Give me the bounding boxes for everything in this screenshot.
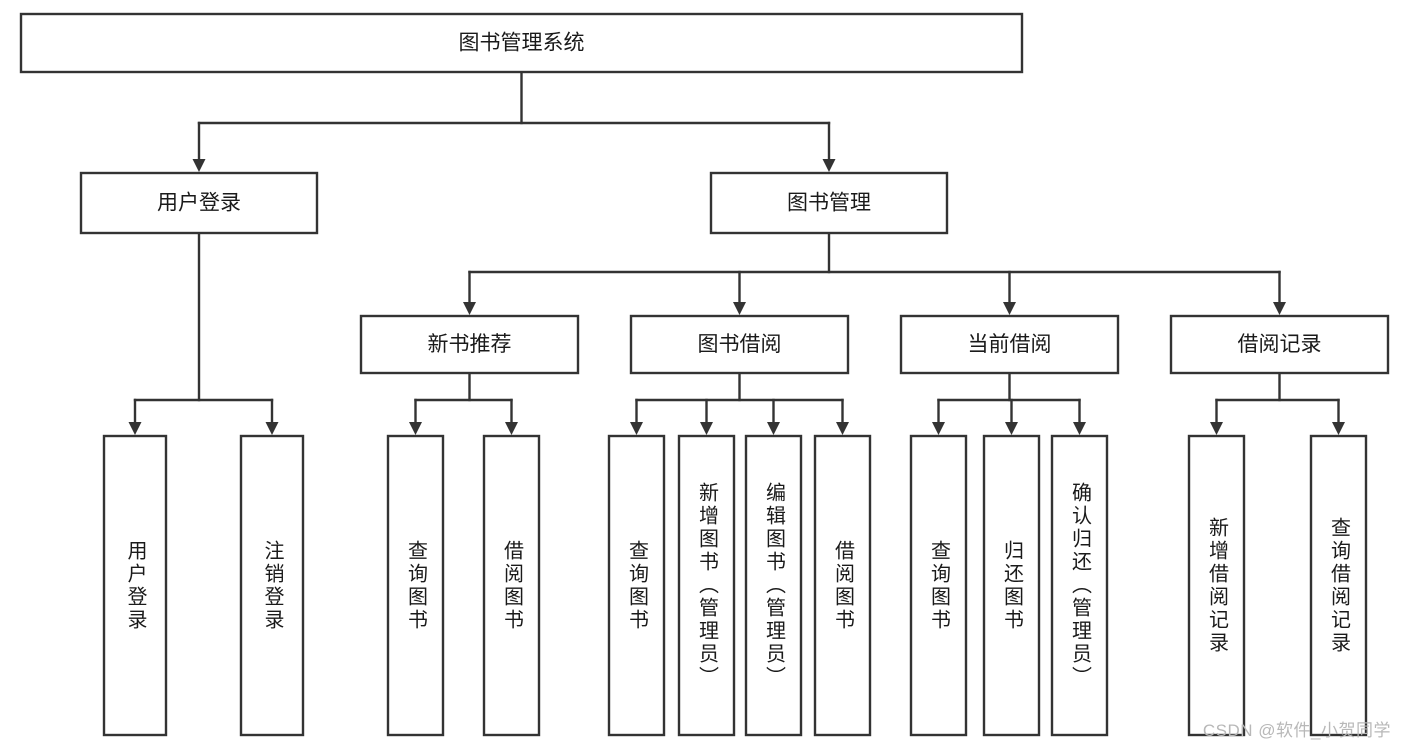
node-box-leaf-query-book-cur[interactable] <box>909 434 968 737</box>
node-box-leaf-user-login[interactable] <box>102 434 168 737</box>
arrow-head-icon-leaf-query-book-rec <box>409 422 422 435</box>
arrow-head-icon-leaf-query-book-borrow <box>630 422 643 435</box>
node-box-leaf-confirm-return-admin[interactable] <box>1050 434 1109 737</box>
arrow-head-icon-leaf-edit-book-admin <box>767 422 780 435</box>
node-box-leaf-query-borrow-record[interactable] <box>1309 434 1368 737</box>
node-box-leaf-borrow-book[interactable] <box>813 434 872 737</box>
node-box-leaf-borrow-book-rec[interactable] <box>482 434 541 737</box>
watermark-text: CSDN @软件_小贺同学 <box>1202 721 1391 740</box>
node-rect <box>744 434 803 737</box>
arrow-head-icon-leaf-query-book-cur <box>932 422 945 435</box>
edges-layer <box>128 70 1345 435</box>
node-label: 新书推荐 <box>428 333 512 356</box>
node-rect <box>79 171 319 235</box>
arrow-head-icon-leaf-add-borrow-record <box>1210 422 1223 435</box>
node-rect <box>359 314 580 375</box>
arrow-head-icon-leaf-query-borrow-record <box>1332 422 1345 435</box>
node-rect <box>677 434 736 737</box>
arrow-head-icon-borrow-record <box>1273 302 1286 315</box>
arrow-head-icon-leaf-return-book <box>1005 422 1018 435</box>
node-box-leaf-add-borrow-record[interactable] <box>1187 434 1246 737</box>
node-rect <box>909 434 968 737</box>
arrow-head-icon-leaf-user-login <box>128 422 142 435</box>
node-box-current-borrow[interactable]: 当前借阅 <box>899 314 1120 375</box>
node-label: 用户登录 <box>157 192 241 215</box>
arrow-head-icon-leaf-add-book-admin <box>700 422 713 435</box>
node-box-borrow-record[interactable]: 借阅记录 <box>1169 314 1390 375</box>
node-box-book-borrow[interactable]: 图书借阅 <box>629 314 850 375</box>
node-rect <box>386 434 445 737</box>
node-rect <box>709 171 949 235</box>
node-box-leaf-return-book[interactable] <box>982 434 1041 737</box>
node-box-new-book-recommend[interactable]: 新书推荐 <box>359 314 580 375</box>
node-box-book-manage[interactable]: 图书管理 <box>709 171 949 235</box>
arrow-head-icon-book-borrow <box>733 302 746 315</box>
arrow-head-icon-leaf-borrow-book-rec <box>505 422 518 435</box>
arrow-head-icon-current-borrow <box>1003 302 1016 315</box>
node-box-leaf-query-book-rec[interactable] <box>386 434 445 737</box>
node-box-leaf-query-book-borrow[interactable] <box>607 434 666 737</box>
node-label: 当前借阅 <box>968 333 1052 356</box>
node-rect <box>19 12 1024 74</box>
arrow-head-icon-leaf-user-logout <box>265 422 279 435</box>
node-box-leaf-edit-book-admin[interactable] <box>744 434 803 737</box>
node-label: 图书管理 <box>787 192 871 215</box>
arrow-head-icon-book-manage <box>822 159 836 172</box>
arrow-head-icon-leaf-borrow-book <box>836 422 849 435</box>
node-box-leaf-add-book-admin[interactable] <box>677 434 736 737</box>
node-label: 图书管理系统 <box>459 32 585 55</box>
node-rect <box>1309 434 1368 737</box>
node-rect <box>102 434 168 737</box>
node-box-leaf-user-logout[interactable] <box>239 434 305 737</box>
node-rect <box>607 434 666 737</box>
node-label: 图书借阅 <box>698 333 782 356</box>
arrow-head-icon-leaf-confirm-return-admin <box>1073 422 1086 435</box>
node-rect <box>482 434 541 737</box>
node-box-root[interactable]: 图书管理系统 <box>19 12 1024 74</box>
node-rect <box>813 434 872 737</box>
node-rect <box>1169 314 1390 375</box>
arrow-head-icon-user-login <box>192 159 206 172</box>
node-rect <box>1050 434 1109 737</box>
node-box-user-login[interactable]: 用户登录 <box>79 171 319 235</box>
node-rect <box>629 314 850 375</box>
arrow-head-icon-new-book-recommend <box>463 302 476 315</box>
node-label: 借阅记录 <box>1238 333 1322 356</box>
node-rect <box>1187 434 1246 737</box>
node-rect <box>239 434 305 737</box>
node-rect <box>982 434 1041 737</box>
node-rect <box>899 314 1120 375</box>
